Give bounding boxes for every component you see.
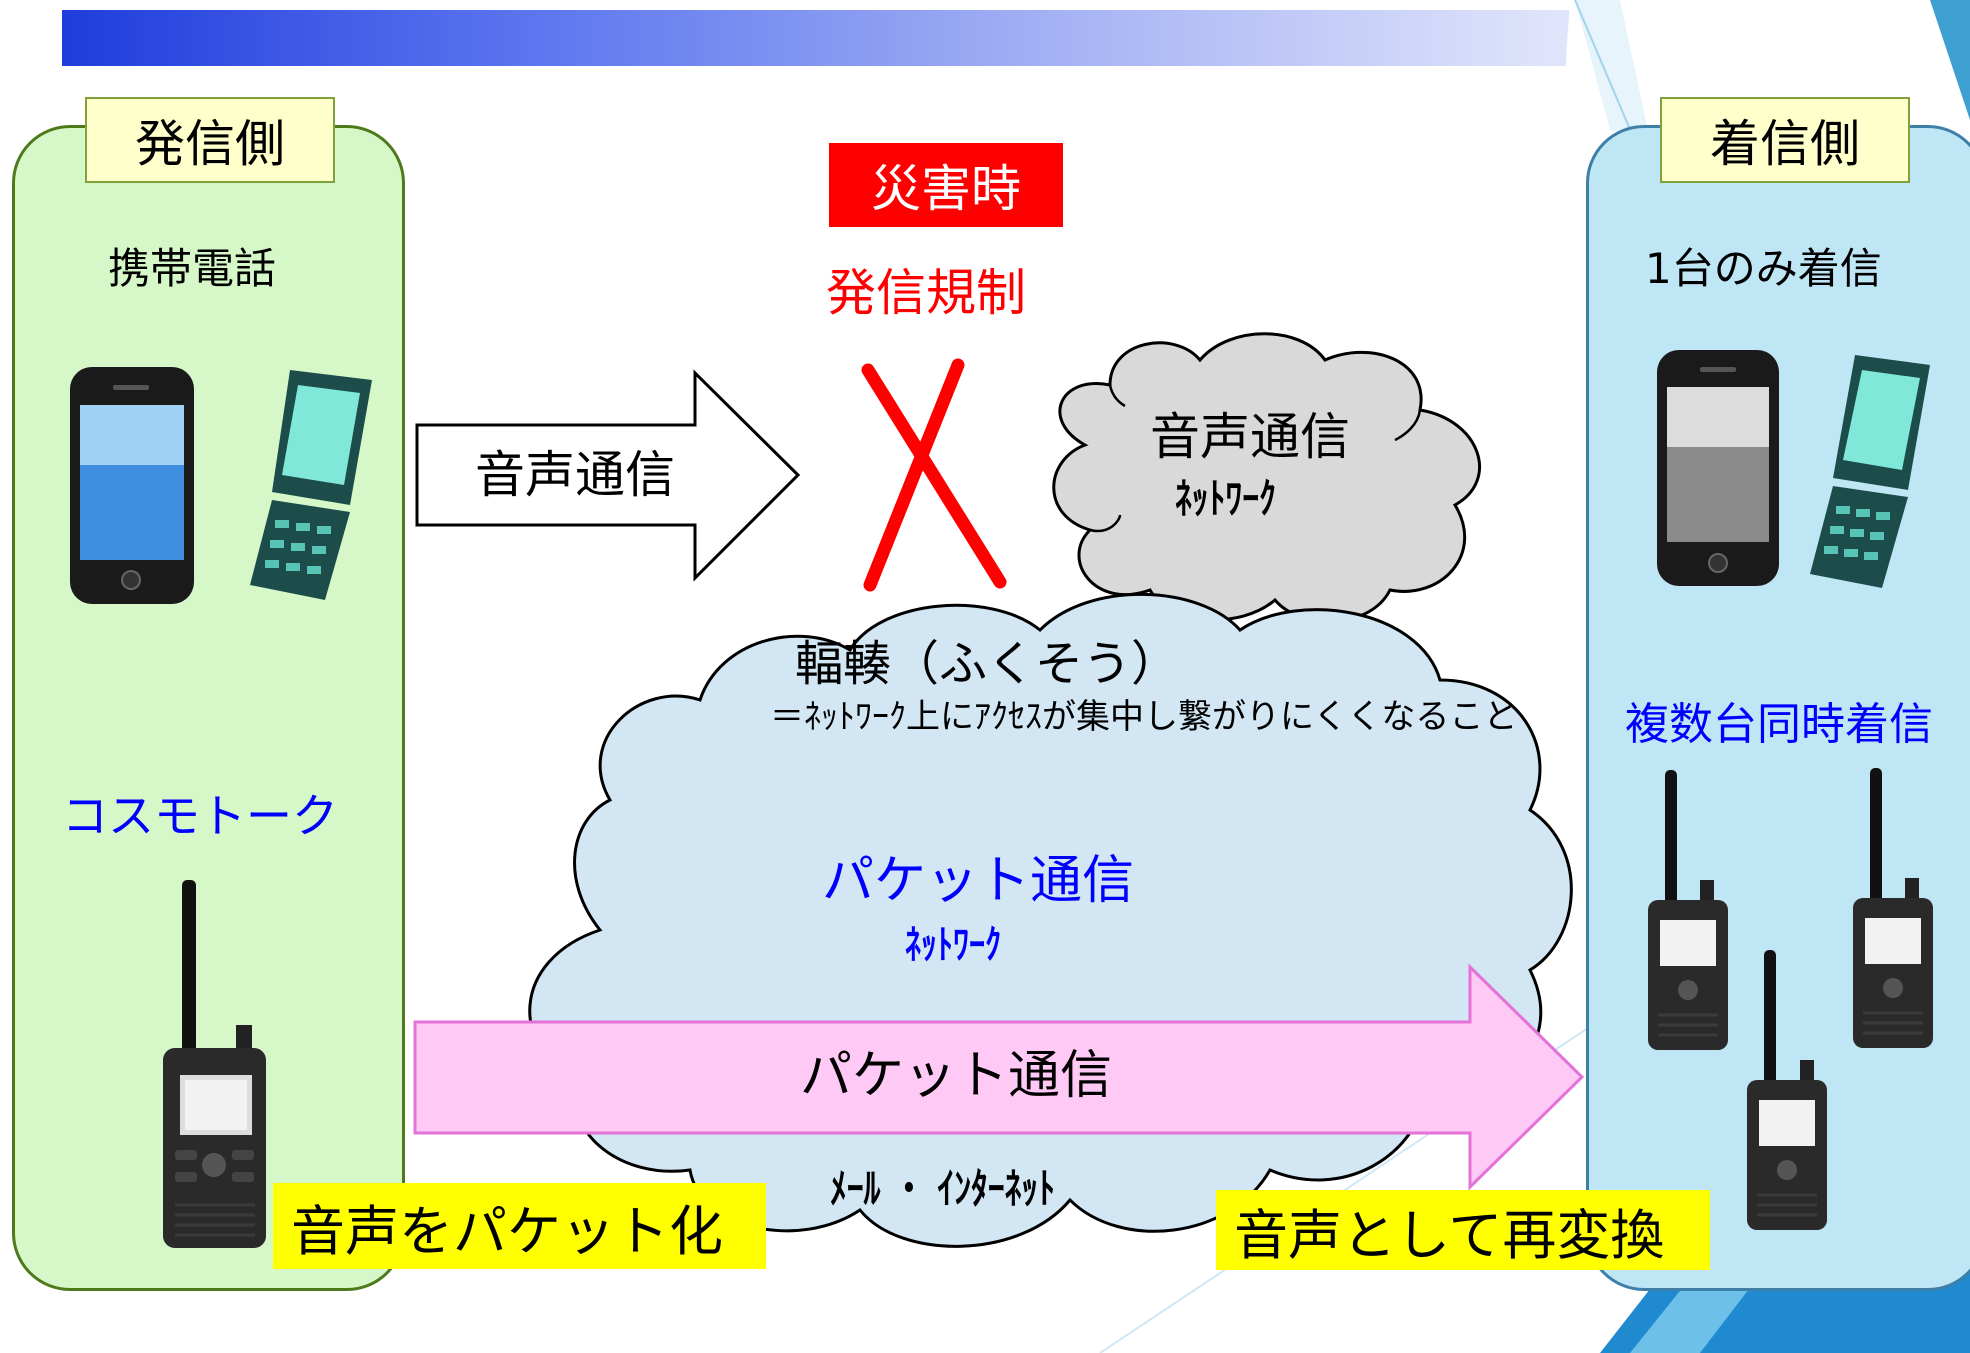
packet-cloud-bottom: ﾒｰﾙ ・ ｲﾝﾀｰﾈｯﾄ bbox=[830, 1164, 1055, 1213]
restriction-label: 発信規制 bbox=[826, 264, 1026, 322]
sender-title: 発信側 bbox=[85, 97, 335, 183]
packetize-label: 音声をパケット化 bbox=[273, 1183, 766, 1269]
receiver-radio-label: 複数台同時着信 bbox=[1625, 699, 1933, 750]
voice-arrow-label: 音声通信 bbox=[475, 446, 675, 504]
disaster-badge: 災害時 bbox=[829, 143, 1063, 227]
packet-cloud-title: パケット通信 bbox=[822, 851, 1135, 911]
packet-cloud-sub: ﾈｯﾄﾜｰｸ bbox=[905, 922, 1001, 968]
radio-transceiver-icon bbox=[163, 880, 266, 1248]
voice-cloud-title: 音声通信 bbox=[1150, 408, 1350, 466]
receiver-title: 着信側 bbox=[1660, 97, 1910, 183]
congestion-title: 輻輳（ふくそう） bbox=[795, 636, 1180, 692]
sender-radio-label: コスモトーク bbox=[62, 789, 338, 843]
smartphone-icon bbox=[70, 367, 194, 604]
smartphone-icon bbox=[1657, 350, 1779, 586]
packet-cloud bbox=[528, 592, 1573, 1248]
voice-cloud-sub: ﾈｯﾄﾜｰｸ bbox=[1175, 474, 1276, 523]
block-x-icon bbox=[861, 358, 1007, 592]
packet-arrow bbox=[413, 963, 1585, 1191]
radio-transceiver-icon bbox=[1747, 950, 1827, 1230]
congestion-definition: ＝ﾈｯﾄﾜｰｸ上にｱｸｾｽが集中し繋がりにくくなること bbox=[770, 697, 1518, 737]
voice-cloud bbox=[1052, 332, 1481, 623]
receiver-phone-label: 1台のみ着信 bbox=[1645, 244, 1882, 293]
packet-arrow-label: パケット通信 bbox=[800, 1046, 1113, 1106]
reconvert-label: 音声として再変換 bbox=[1216, 1190, 1710, 1270]
sender-phone-label: 携帯電話 bbox=[108, 244, 277, 293]
flip-phone-icon bbox=[1810, 355, 1930, 588]
radio-transceiver-icon bbox=[1648, 770, 1728, 1050]
voice-arrow bbox=[415, 369, 801, 582]
radio-transceiver-icon bbox=[1853, 768, 1933, 1048]
flip-phone-icon bbox=[250, 370, 372, 600]
